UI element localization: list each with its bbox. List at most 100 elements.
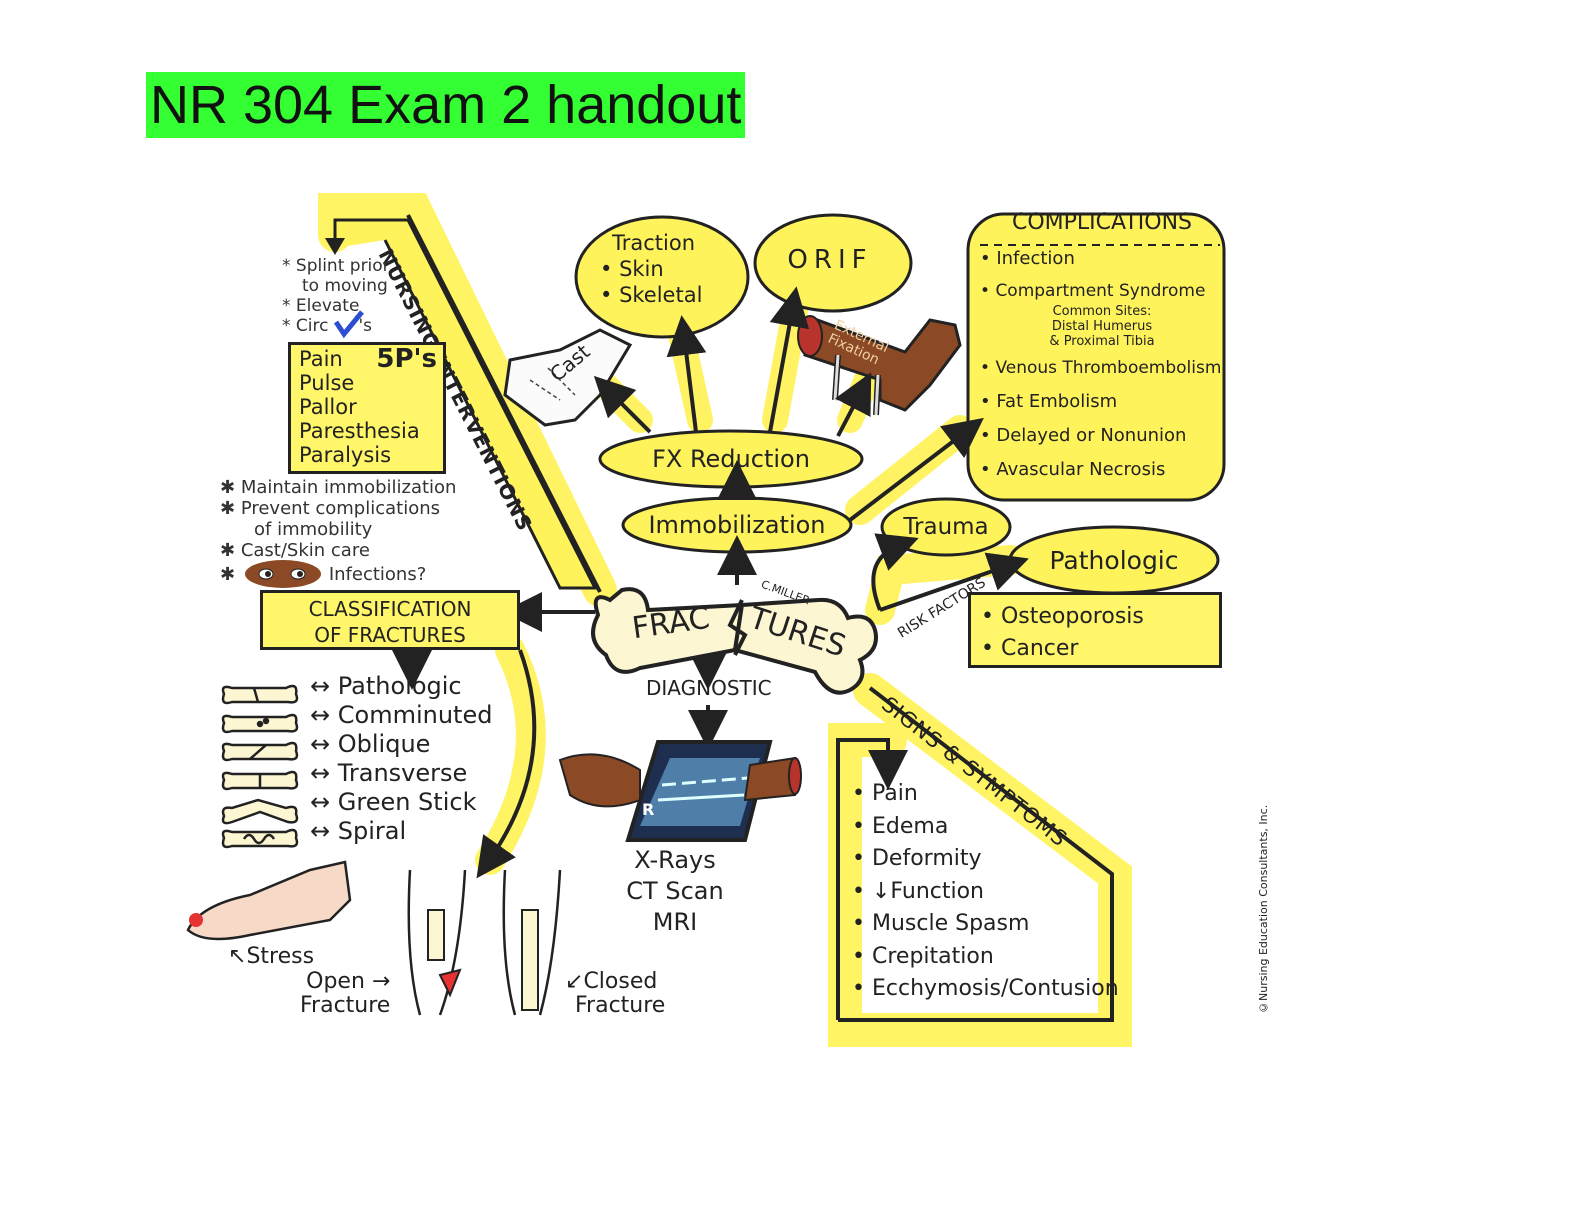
traction-skin-text: Skin [619,257,664,281]
traction-skeletal-text: Skeletal [619,283,703,307]
complication-avascular: • Avascular Necrosis [980,459,1166,480]
transverse-text: Transverse [337,759,468,787]
classification-title-2: OF FRACTURES [314,623,466,647]
osteoporosis-text: Osteoporosis [1000,604,1144,629]
complication-compartment: • Compartment Syndrome [980,281,1206,301]
orif-label: ORIF [787,245,873,275]
infections-text: Infections? [328,564,427,585]
type-oblique: ↔ Oblique [310,730,431,758]
diagnostic-mri: MRI [652,908,698,936]
sign-pain: • Pain [852,781,918,806]
elevate-text: * Elevate [282,296,360,316]
complication-nonunion: • Delayed or Nonunion [980,425,1187,446]
nonunion-text: Delayed or Nonunion [996,425,1187,446]
sign-crepitation: • Crepitation [852,943,994,969]
traction-title: Traction [612,231,696,255]
five-ps-paralysis: Paralysis [299,443,392,467]
diagnostic-xrays: X-Rays [634,846,716,874]
closed-fracture-label: ↙Closed Fracture [565,970,665,1018]
sign-ecchymosis: • Ecchymosis/Contusion [852,976,1119,1001]
common-sites-title: Common Sites: [1052,304,1152,319]
five-ps-box: 5P's Pain Pulse Pallor Paresthesia Paral… [288,342,446,474]
traction-oval: Traction • Skin • Skeletal [600,230,730,308]
oblique-text: Oblique [337,730,431,758]
cast-skin-text: Cast/Skin care [240,540,370,561]
risk-factors-box: • Osteoporosis • Cancer [968,592,1222,668]
sign-pain-text: Pain [871,781,918,806]
fat-embolism-text: Fat Embolism [996,391,1118,412]
fx-reduction-label: FX Reduction [652,445,810,473]
type-comminuted: ↔ Comminuted [310,701,493,729]
copyright-text: ©Nursing Education Consultants, Inc. [1257,804,1270,1014]
down-arrow-icon: ↓ [871,878,891,904]
type-spiral: ↔ Spiral [310,817,407,845]
open-word: Open [306,969,365,994]
sign-edema-text: Edema [871,813,949,839]
open-text: Open → [306,969,391,994]
maintain-text: Maintain immobilization [240,477,457,498]
type-pathologic: ↔ Pathologic [310,672,462,700]
splint-text-2: to moving [302,276,388,296]
common-sites: Common Sites: Distal Humerus & Proximal … [980,304,1224,349]
sign-function-text: Function [890,878,984,904]
sign-function: • ↓Function [852,878,984,904]
sign-deformity-text: Deformity [871,846,982,871]
splint-text: * Splint prior [282,256,390,276]
traction-skin: • Skin [600,257,664,281]
traction-skeletal: • Skeletal [600,283,703,307]
maintain-immobilization: ✱ Maintain immobilization [220,477,457,498]
complication-infection: • Infection [980,248,1075,269]
infection-text: Infection [996,248,1075,269]
xray-film-letter: R [642,800,655,819]
cast-skin-care: ✱ Cast/Skin care [220,540,370,561]
sign-ecchymosis-text: Ecchymosis/Contusion [871,976,1119,1001]
closed-word: Closed [583,969,658,994]
vte-text: Venous Thromboembolism [995,358,1222,378]
sign-crepitation-text: Crepitation [871,943,994,969]
classification-title-1: CLASSIFICATION [308,597,472,621]
fracture-types-list: ↔ Pathologic ↔ Comminuted ↔ Oblique ↔ Tr… [310,672,492,846]
spiral-text: Spiral [337,817,407,845]
trauma-label: Trauma [903,514,989,540]
circ-suffix: 's [358,316,372,336]
complications-title: COMPLICATIONS [1011,210,1193,235]
type-transverse: ↔ Transverse [310,759,468,787]
prevent-text: Prevent complications [240,498,440,519]
diagnostic-ct: CT Scan [626,877,724,905]
compartment-text: Compartment Syndrome [995,281,1206,301]
page-title: NR 304 Exam 2 handout [146,72,746,138]
complications-box: COMPLICATIONS • Infection • Compartment … [980,212,1224,481]
complication-fat-embolism: • Fat Embolism [980,391,1118,412]
five-ps-pain: Pain [299,347,343,371]
avascular-text: Avascular Necrosis [996,459,1166,480]
stress-text: Stress [246,944,315,969]
infections-row: ✱ Infections? [220,564,427,585]
five-ps-label: 5P's [376,344,437,374]
open-fracture-text: Fracture [300,993,391,1018]
sign-deformity: • Deformity [852,846,982,871]
five-ps-pulse: Pulse [299,371,355,395]
green-stick-text: Green Stick [337,788,477,816]
comminuted-text: Comminuted [337,701,493,729]
pathologic-type-text: Pathologic [337,672,462,700]
nursing-pre-items: * Splint prior to moving * Elevate * Cir… [282,256,390,336]
prevent-complications: ✱ Prevent complications [220,498,440,519]
circ-row: * Circ 's [282,316,390,336]
diagnostic-label: DIAGNOSTIC [646,676,772,700]
common-sites-2: & Proximal Tibia [1049,334,1155,349]
risk-cancer: • Cancer [981,636,1079,661]
five-ps-paresthesia: Paresthesia [299,419,420,443]
closed-fracture-text: Fracture [575,993,666,1018]
immobilization-label: Immobilization [648,511,826,539]
of-immobility: of immobility [254,519,373,540]
circ-text: * Circ [282,316,329,336]
complication-vte: • Venous Thromboembolism [980,358,1222,378]
diagnostic-list: X-Rays CT Scan MRI [600,845,750,938]
sign-muscle-text: Muscle Spasm [871,911,1030,936]
nursing-post-items: ✱ Maintain immobilization ✱ Prevent comp… [220,477,456,585]
closed-text: ↙Closed [565,969,658,994]
signs-list: • Pain • Edema • Deformity • ↓Function •… [852,778,1119,1006]
stress-label: ↖Stress [228,944,315,969]
sign-muscle-spasm: • Muscle Spasm [852,911,1030,936]
